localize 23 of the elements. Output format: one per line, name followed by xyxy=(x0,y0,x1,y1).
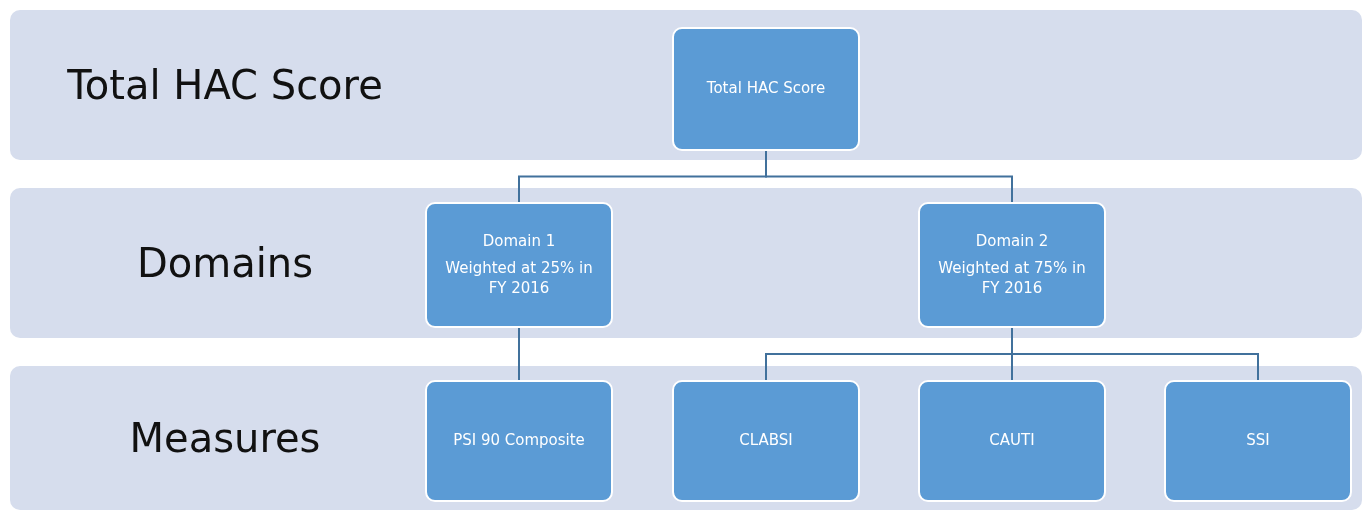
box-title: SSI xyxy=(1246,431,1270,451)
row-label: Domains xyxy=(135,240,315,286)
box-title: Domain 2 xyxy=(975,231,1049,252)
hierarchy-box xyxy=(672,380,860,502)
hierarchy-box xyxy=(918,380,1106,502)
hierarchy-box xyxy=(425,202,613,328)
box-text: Weighted at 75% in FY 2016 xyxy=(937,259,1087,299)
box-title: Domain 1 xyxy=(482,231,556,252)
row-band xyxy=(10,188,1362,338)
row-label: Total HAC Score xyxy=(66,62,384,108)
box-title: Total HAC Score xyxy=(706,79,826,99)
hierarchy-box xyxy=(425,380,613,502)
box-title: PSI 90 Composite xyxy=(453,431,585,451)
row-band xyxy=(10,366,1362,510)
connector-line xyxy=(518,327,520,381)
box-title: CLABSI xyxy=(739,431,793,451)
box-text: Weighted at 25% in FY 2016 xyxy=(444,259,594,299)
hierarchy-box xyxy=(918,202,1106,328)
hierarchy-box xyxy=(672,27,860,151)
row-band xyxy=(10,10,1362,160)
row-label: Measures xyxy=(128,415,322,461)
hierarchy-box xyxy=(1164,380,1352,502)
box-title: CAUTI xyxy=(989,431,1035,451)
